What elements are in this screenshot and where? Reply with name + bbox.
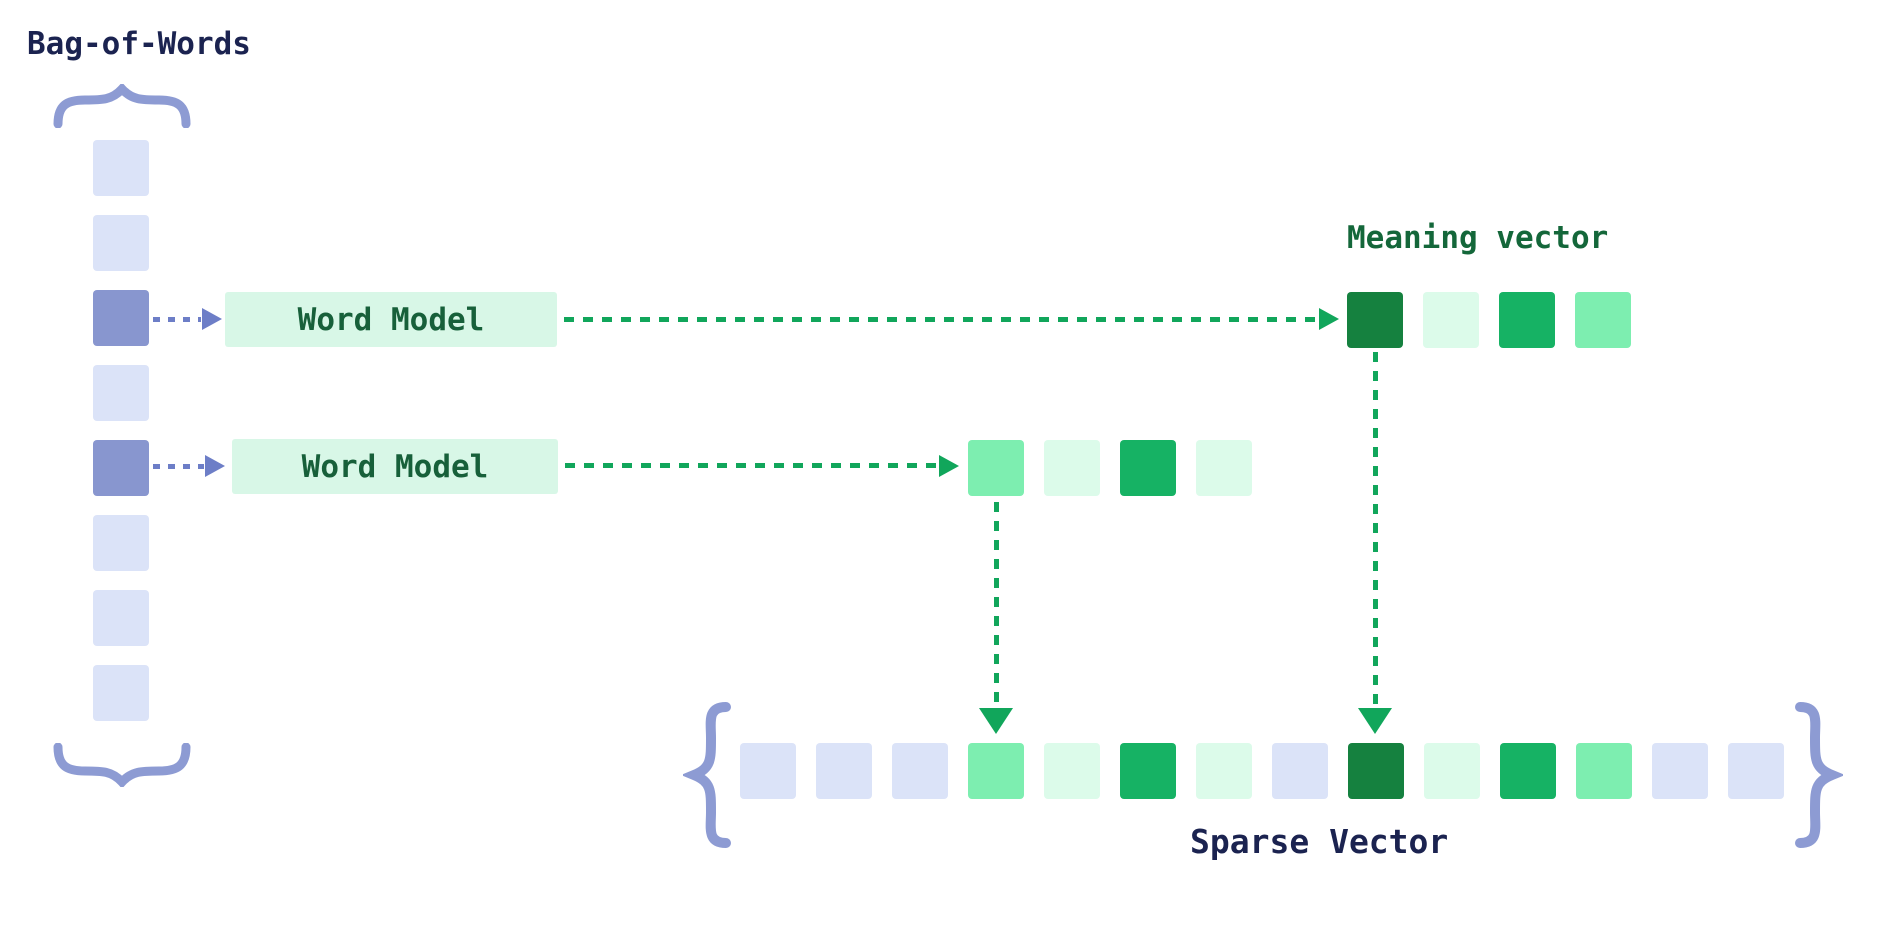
blue-dashed-line-1 — [153, 317, 201, 322]
green-down-arrowhead-icon-2 — [1358, 708, 1392, 734]
sparse-vector-cell — [1044, 743, 1100, 799]
left-curly-brace-icon — [683, 702, 731, 848]
blue-arrowhead-icon-1 — [202, 308, 222, 330]
sparse-vector-cell — [816, 743, 872, 799]
sparse-vector-cell — [892, 743, 948, 799]
bag-of-words-cell — [93, 215, 149, 271]
meaning-vector-cell — [1575, 292, 1631, 348]
sparse-vector-cell — [1424, 743, 1480, 799]
meaning-vector-cell — [1423, 292, 1479, 348]
sparse-vector-cell — [1728, 743, 1784, 799]
sparse-vector-label: Sparse Vector — [1190, 822, 1449, 861]
meaning-vector-label: Meaning vector — [1347, 220, 1609, 256]
word-vector-cell — [1044, 440, 1100, 496]
sparse-vector-cell — [1348, 743, 1404, 799]
blue-arrowhead-icon-2 — [205, 455, 225, 477]
word-model-box-1: Word Model — [225, 292, 557, 347]
bag-of-words-column — [93, 140, 149, 721]
top-curly-brace-icon — [53, 84, 191, 128]
word-model-label-2: Word Model — [301, 448, 489, 485]
green-arrowhead-icon-1 — [1319, 308, 1339, 330]
green-dashed-vertical-line-1 — [994, 502, 999, 708]
sparse-vector-cell — [1652, 743, 1708, 799]
sparse-vector-cell — [1196, 743, 1252, 799]
sparse-vector-cell — [1500, 743, 1556, 799]
meaning-vector-cell — [1347, 292, 1403, 348]
green-dashed-vertical-line-2 — [1373, 352, 1378, 708]
sparse-vector-cell — [740, 743, 796, 799]
sparse-vector-cell — [968, 743, 1024, 799]
bag-of-words-cell — [93, 665, 149, 721]
bag-of-words-cell — [93, 515, 149, 571]
green-dashed-line-1 — [564, 317, 1316, 322]
sparse-vector-cell — [1576, 743, 1632, 799]
sparse-vector-cell — [1272, 743, 1328, 799]
word-model-box-2: Word Model — [232, 439, 558, 494]
bottom-curly-brace-icon — [53, 743, 191, 787]
bag-of-words-cell — [93, 590, 149, 646]
sparse-vector-cell — [1120, 743, 1176, 799]
word-vector-row — [968, 440, 1252, 496]
green-dashed-line-2 — [565, 463, 937, 468]
green-down-arrowhead-icon-1 — [979, 708, 1013, 734]
bag-of-words-cell — [93, 365, 149, 421]
word-vector-cell — [968, 440, 1024, 496]
green-arrowhead-icon-2 — [939, 455, 959, 477]
sparse-vector-row — [740, 743, 1784, 799]
bag-of-words-cell — [93, 290, 149, 346]
bag-of-words-cell — [93, 440, 149, 496]
bag-of-words-label: Bag-of-Words — [27, 26, 251, 62]
meaning-vector-row — [1347, 292, 1631, 348]
bag-of-words-cell — [93, 140, 149, 196]
word-vector-cell — [1120, 440, 1176, 496]
meaning-vector-cell — [1499, 292, 1555, 348]
blue-dashed-line-2 — [153, 464, 204, 469]
word-model-label-1: Word Model — [297, 301, 485, 338]
word-vector-cell — [1196, 440, 1252, 496]
right-curly-brace-icon — [1795, 702, 1843, 848]
